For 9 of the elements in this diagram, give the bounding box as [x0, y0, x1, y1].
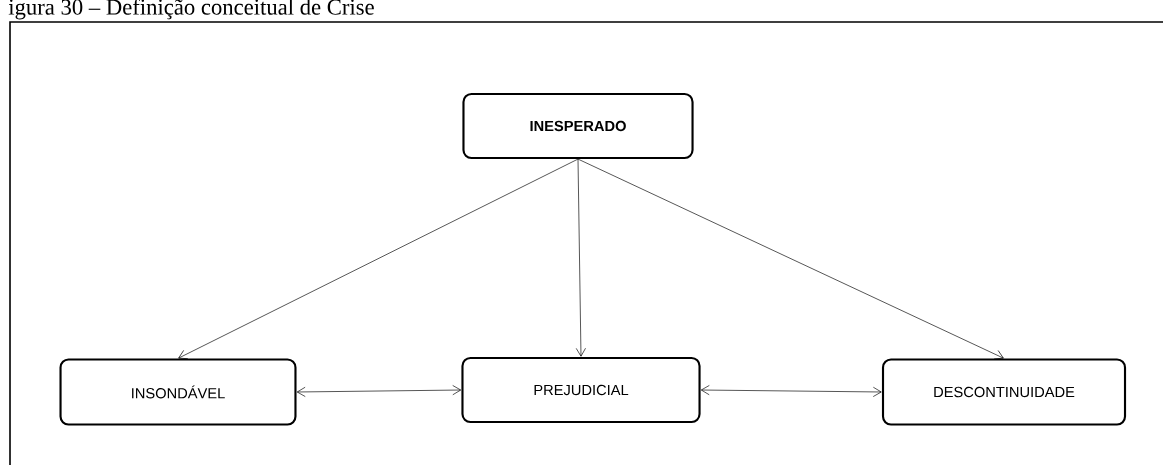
arrow	[700, 385, 882, 397]
arrow	[575, 158, 586, 357]
concept-box: DESCONTINUIDADE	[881, 358, 1127, 426]
arrow	[296, 385, 462, 397]
concept-box: PREJUDICIAL	[461, 356, 701, 424]
arrow	[178, 158, 579, 360]
concept-box: INESPERADO	[462, 92, 694, 160]
arrow	[577, 158, 1004, 360]
concept-box: INSONDÁVEL	[59, 358, 297, 426]
